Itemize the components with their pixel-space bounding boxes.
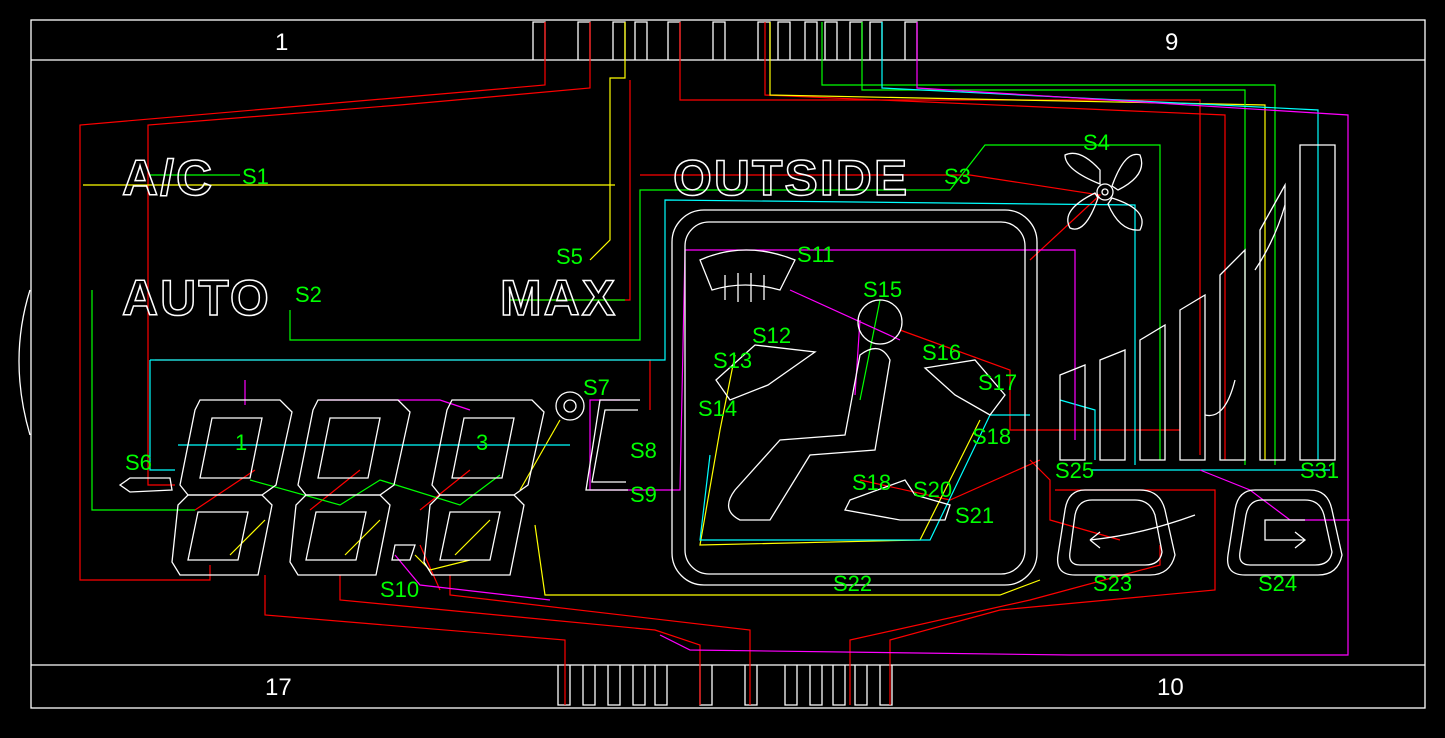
wiring-magenta xyxy=(244,22,1350,656)
label-s23: S23 xyxy=(1093,571,1132,596)
label-s11: S11 xyxy=(797,242,835,267)
digit-2 xyxy=(289,399,411,576)
label-s14: S14 xyxy=(698,396,737,421)
label-s4: S4 xyxy=(1083,130,1110,155)
digit-3 xyxy=(423,399,545,576)
label-s16: S16 xyxy=(922,340,961,365)
label-s9: S9 xyxy=(630,482,657,507)
wiring-green xyxy=(91,22,1276,511)
fan-icon xyxy=(1064,152,1143,231)
person-head-icon xyxy=(857,299,903,345)
label-s2: S2 xyxy=(295,282,322,307)
wiring-yellow xyxy=(83,22,1266,596)
pin-label-10: 10 xyxy=(1157,674,1184,701)
face-vent-right-arrow-icon xyxy=(923,359,1006,416)
label-s31: S31 xyxy=(1300,458,1339,483)
label-s18-left: S18 xyxy=(852,470,891,495)
bottom-connector-pins xyxy=(557,665,893,706)
label-s20: S20 xyxy=(913,477,952,502)
label-s22: S22 xyxy=(833,571,872,596)
digit-mark-1: 1 xyxy=(235,430,247,455)
label-s1: S1 xyxy=(242,164,269,189)
top-connector-pins xyxy=(532,21,918,60)
label-s24: S24 xyxy=(1258,571,1297,596)
label-s17: S17 xyxy=(978,370,1017,395)
label-s18-right: S18 xyxy=(972,424,1011,449)
airflow-mode-panel xyxy=(671,209,1038,586)
indicator-outside: OUTSIDE xyxy=(673,150,909,206)
fan-speed-bars xyxy=(1059,144,1336,461)
label-s13: S13 xyxy=(713,348,752,373)
seven-segment-display xyxy=(118,391,640,576)
label-s15: S15 xyxy=(863,277,902,302)
degree-symbol xyxy=(555,391,585,421)
fresh-air-icon xyxy=(1226,489,1343,576)
digit-1 xyxy=(171,399,293,576)
label-s5: S5 xyxy=(556,244,583,269)
decimal-point xyxy=(391,544,416,561)
label-s8: S8 xyxy=(630,438,657,463)
label-s21: S21 xyxy=(955,503,994,528)
label-s25: S25 xyxy=(1055,458,1094,483)
pin-label-9: 9 xyxy=(1165,29,1178,56)
label-s7: S7 xyxy=(583,375,610,400)
face-vent-arrow-icon xyxy=(715,344,817,401)
foot-vent-arrow-icon xyxy=(844,479,951,521)
minus-segment xyxy=(118,477,173,493)
pin-label-1: 1 xyxy=(275,29,288,56)
recirculation-icon xyxy=(1056,489,1196,576)
label-s3: S3 xyxy=(944,164,971,189)
person-body-icon xyxy=(728,348,891,521)
indicator-ac: A/C xyxy=(122,150,214,206)
degree-symbol-inner xyxy=(563,399,577,413)
frame xyxy=(18,19,1426,709)
indicator-auto: AUTO xyxy=(122,270,271,326)
label-s12: S12 xyxy=(752,323,791,348)
label-s10: S10 xyxy=(380,577,419,602)
label-s6: S6 xyxy=(125,450,152,475)
segment-labels: S1 S2 S3 S4 S5 S6 S7 S8 S9 S10 S11 S12 S… xyxy=(125,130,1339,602)
fan-ramp-line xyxy=(1204,204,1286,417)
celsius-symbol xyxy=(585,399,640,491)
windshield-defrost-icon xyxy=(699,249,796,291)
defrost-lines-icon xyxy=(724,273,765,302)
indicator-max: MAX xyxy=(500,270,617,326)
wiring-cyan xyxy=(149,22,1330,541)
pin-label-17: 17 xyxy=(265,674,292,701)
digit-mark-3: 3 xyxy=(476,430,488,455)
wiring-red xyxy=(79,22,1226,705)
